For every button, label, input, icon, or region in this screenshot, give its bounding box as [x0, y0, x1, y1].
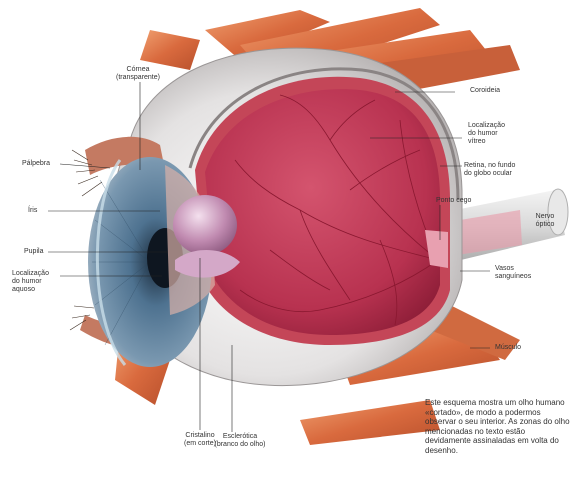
label-sclera: Esclerótica (branco do olho): [214, 433, 266, 448]
label-eyelid: Pálpebra: [22, 160, 51, 167]
label-choroid: Coroideia: [470, 87, 500, 94]
label-cornea: Córnea (transparente): [116, 66, 160, 81]
eyelashes: [69, 149, 103, 331]
pointer-lines: [48, 82, 490, 432]
label-iris: Íris: [28, 207, 38, 214]
blood-vessels: [234, 94, 439, 326]
label-aqueous-humor: Localização do humor aquoso: [12, 270, 49, 293]
vitreous-chamber: [205, 89, 440, 335]
diagram-caption: Este esquema mostra um olho humano «cort…: [425, 398, 570, 455]
blind-spot: [425, 230, 448, 268]
label-optic-nerve: Nervo óptico: [535, 213, 555, 228]
lens-cut: [175, 250, 240, 278]
label-blind-spot: Ponto cego: [436, 197, 472, 204]
label-blood-vessels: Vasos sanguíneos: [495, 265, 532, 280]
label-retina: Retina, no fundo do globo ocular: [464, 162, 516, 177]
cornea: [95, 159, 127, 366]
label-vitreous-humor: Localização do humor vítreo: [468, 122, 505, 145]
label-lens: Cristalino (em corte): [184, 432, 216, 447]
label-muscle: Músculo: [495, 344, 522, 351]
lens: [173, 195, 237, 255]
label-pupil: Pupila: [24, 248, 44, 255]
